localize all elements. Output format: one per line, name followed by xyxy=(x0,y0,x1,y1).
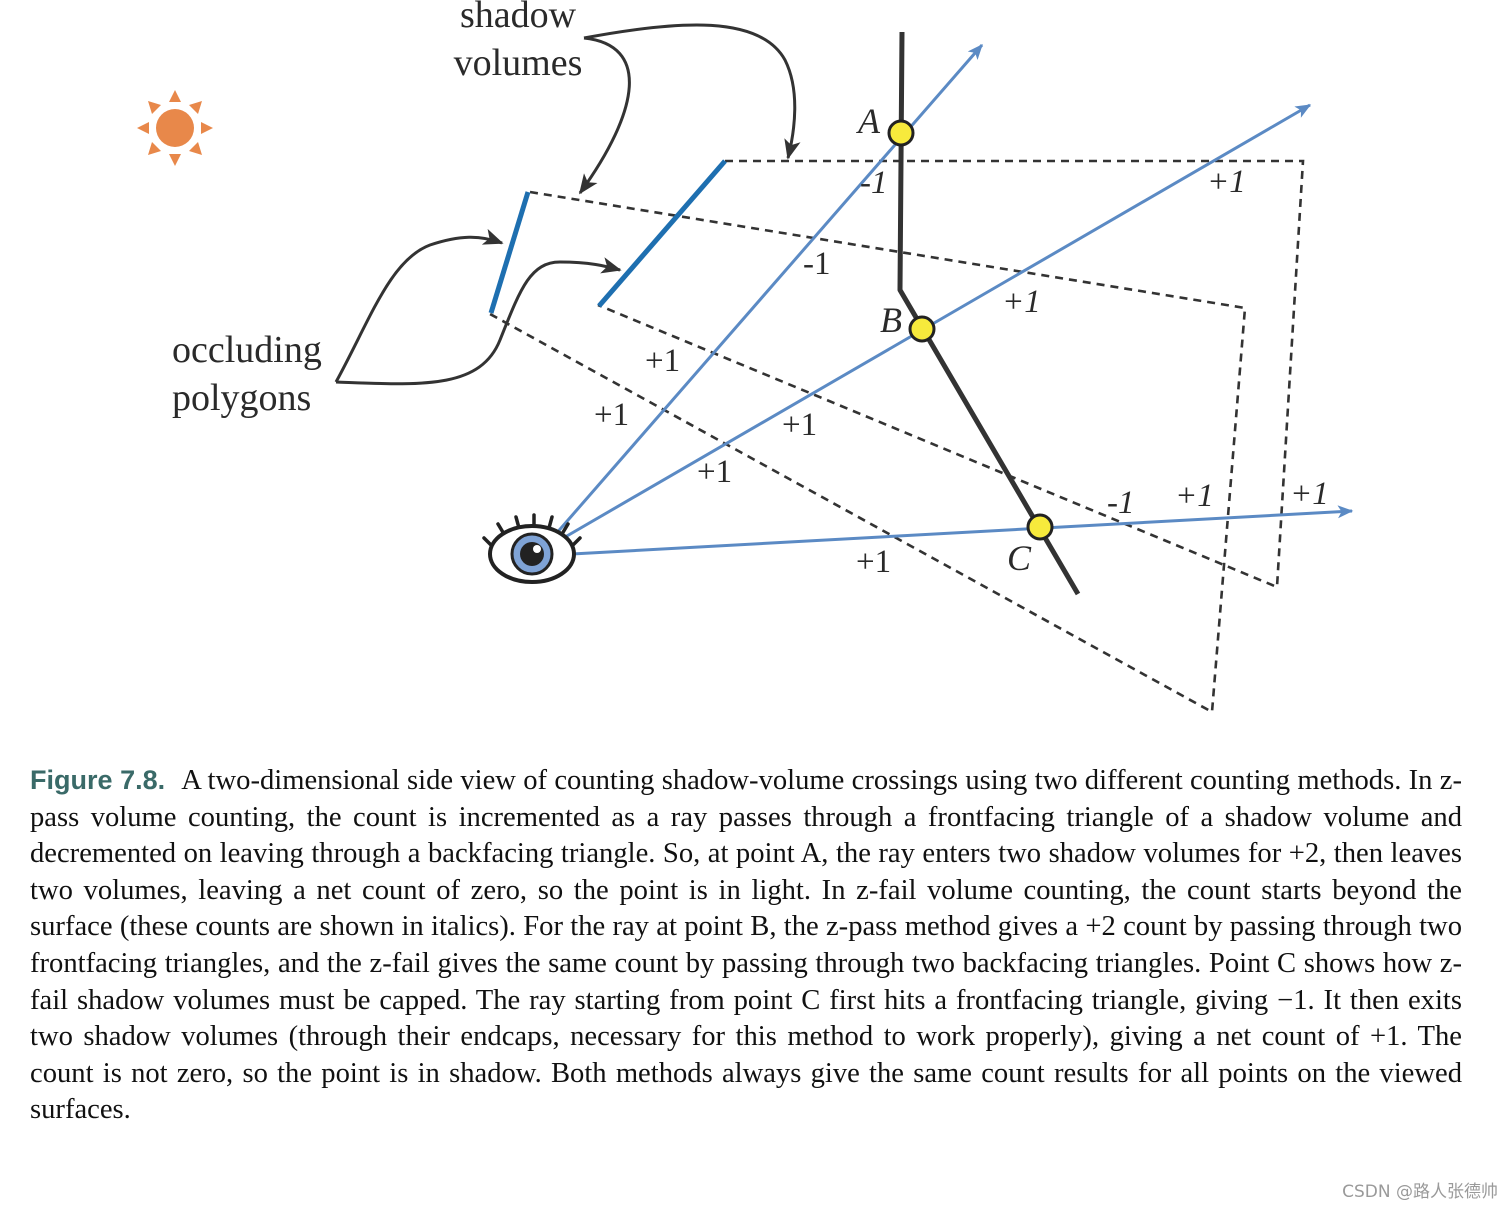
point-a-marker xyxy=(887,119,915,147)
occluding-polygon-1 xyxy=(488,191,531,314)
point-b-marker xyxy=(908,315,936,343)
arrow-to-occluder-1 xyxy=(334,228,504,383)
ray-b xyxy=(559,103,1312,542)
shadow-volumes-label-line2: volumes xyxy=(454,42,583,84)
shadow-volumes-label-line1: shadow xyxy=(460,0,577,36)
occluding-polygons-label-line2: polygons xyxy=(172,377,311,419)
ray-c xyxy=(571,505,1354,556)
count-a-plus1-upper: +1 xyxy=(645,343,680,379)
count-b-plus1-upper: +1 xyxy=(782,407,817,443)
arrow-to-shadow-volume-2 xyxy=(583,23,801,160)
count-a-minus1: -1 xyxy=(803,246,831,282)
viewed-surface xyxy=(897,31,1081,596)
ray-a xyxy=(553,44,984,536)
count-c-plus1: +1 xyxy=(856,544,891,580)
point-a-label: A xyxy=(856,101,881,141)
count-c-minus1-italic: -1 xyxy=(1107,485,1135,521)
count-a-minus1-italic: -1 xyxy=(860,165,888,201)
point-b-label: B xyxy=(880,300,902,340)
count-b-plus1-italic: +1 xyxy=(1002,284,1041,320)
point-c-marker xyxy=(1026,513,1054,541)
point-c-label: C xyxy=(1007,538,1032,578)
count-a-plus1-italic: +1 xyxy=(1207,164,1246,200)
arrow-to-occluder-2 xyxy=(335,257,622,386)
occluding-polygon-2 xyxy=(597,159,727,308)
shadow-volume-1 xyxy=(489,190,1247,715)
shadow-volume-2 xyxy=(597,159,1305,589)
eye-icon xyxy=(482,513,582,584)
count-a-plus1-lower: +1 xyxy=(594,397,629,433)
count-c-plus1-italic-a: +1 xyxy=(1175,478,1214,514)
shadow-volume-diagram: shadow volumes occluding polygons A B C … xyxy=(137,0,1354,715)
occluding-polygons-label-line1: occluding xyxy=(172,329,322,371)
arrow-to-shadow-volume-1 xyxy=(578,36,631,195)
count-b-plus1-lower: +1 xyxy=(697,454,732,490)
figure-caption: Figure 7.8.A two-dimensional side view o… xyxy=(30,762,1462,1129)
watermark: CSDN @路人张德帅 xyxy=(1342,1182,1498,1202)
figure-caption-label: Figure 7.8. xyxy=(30,765,166,795)
count-c-plus1-italic-b: +1 xyxy=(1290,476,1329,512)
figure-caption-text: A two-dimensional side view of counting … xyxy=(30,765,1462,1126)
sun-icon xyxy=(137,90,213,166)
